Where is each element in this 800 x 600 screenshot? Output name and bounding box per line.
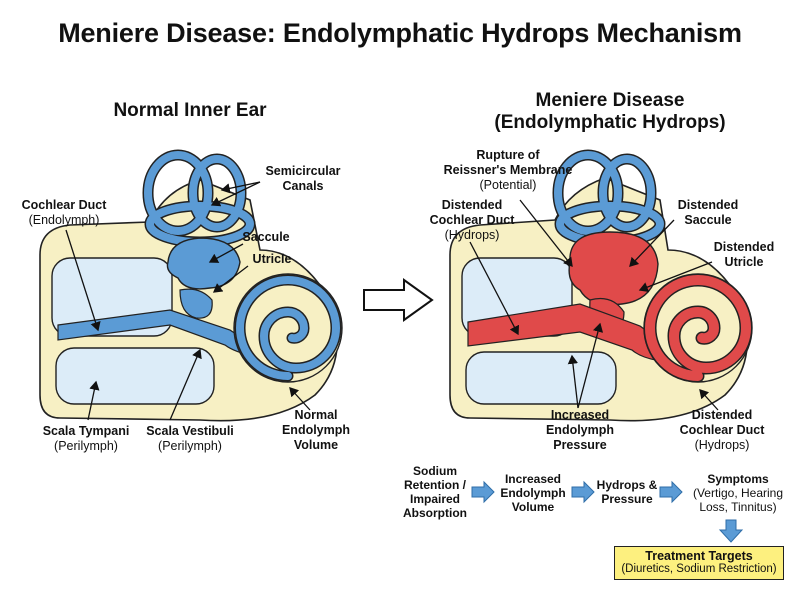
treatment-title: Treatment Targets bbox=[645, 549, 753, 563]
hydrops-title-line2: (Endolymphatic Hydrops) bbox=[494, 112, 726, 133]
flow-step-hydrops-pressure: Hydrops &Pressure bbox=[596, 478, 658, 506]
normal-ear-diagram bbox=[39, 149, 343, 422]
main-title: Meniere Disease: Endolymphatic Hydrops M… bbox=[58, 18, 742, 48]
transition-arrow bbox=[363, 278, 434, 322]
normal-panel-title: Normal Inner Ear bbox=[113, 100, 267, 121]
flow-step-symptoms: Symptoms (Vertigo, Hearing Loss, Tinnitu… bbox=[692, 472, 784, 514]
treatment-targets-box: Treatment Targets (Diuretics, Sodium Res… bbox=[614, 546, 784, 580]
label-scala-tympani: Scala Tympani(Perilymph) bbox=[42, 424, 130, 453]
treatment-subtitle: (Diuretics, Sodium Restriction) bbox=[621, 563, 777, 575]
hydrops-panel-title: Meniere Disease (Endolymphatic Hydrops) bbox=[470, 90, 750, 134]
label-saccule: Saccule bbox=[242, 230, 290, 244]
hydrops-title-line1: Meniere Disease bbox=[535, 90, 685, 111]
label-cochlear-duct: Cochlear Duct(Endolymph) bbox=[21, 198, 107, 227]
label-scala-vestibuli: Scala Vestibuli(Perilymph) bbox=[146, 424, 234, 453]
hydrops-ear-diagram bbox=[449, 149, 753, 422]
label-utricle: Utricle bbox=[252, 252, 292, 266]
flow-arrows bbox=[471, 480, 744, 543]
